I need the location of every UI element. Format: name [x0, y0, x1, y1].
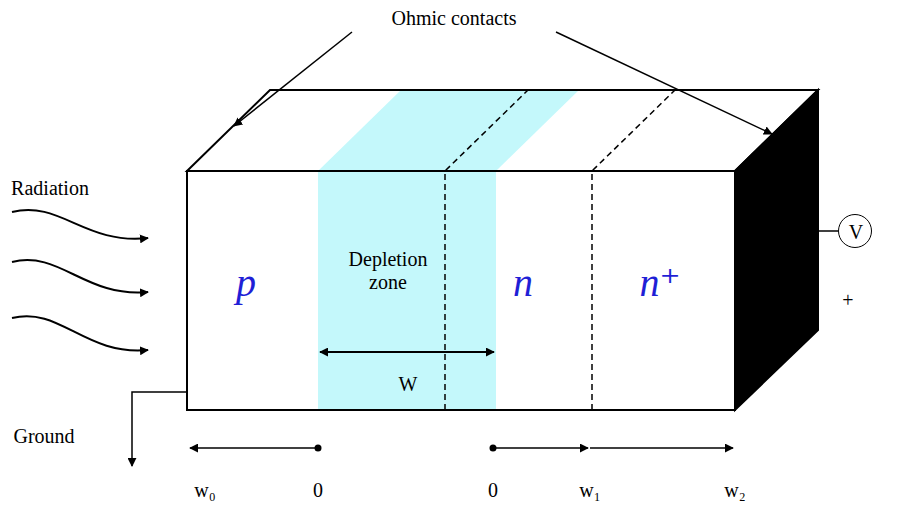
region-label: n⁺ — [639, 260, 680, 306]
ground-label: Ground — [13, 425, 74, 448]
block-front — [187, 171, 735, 410]
leader-arrow — [556, 32, 772, 134]
region-label: p — [236, 260, 256, 306]
region-label: n — [513, 260, 533, 306]
voltage-source: V — [838, 214, 872, 248]
axis-origin — [315, 445, 322, 452]
contacts-label: Ohmic contacts — [392, 7, 517, 30]
radiation-wave — [12, 316, 148, 350]
radiation-wave — [12, 260, 148, 292]
bias-wire — [818, 230, 838, 232]
axis-arrow — [190, 447, 316, 449]
position-label: 0 — [313, 479, 323, 502]
radiation-label: Radiation — [11, 177, 89, 200]
p-region: p — [187, 171, 318, 410]
depletion-top — [318, 90, 579, 171]
position-label: w₁ — [579, 479, 600, 502]
axis-arrow — [495, 447, 588, 449]
width-arrow — [320, 351, 494, 353]
polarity-sign: + — [842, 289, 853, 312]
axis-origin — [490, 445, 497, 452]
depletion-front — [318, 171, 496, 410]
width-label: W — [399, 373, 418, 396]
junction-line — [592, 90, 675, 410]
position-label: w₀ — [194, 479, 215, 502]
contact-face — [735, 90, 818, 410]
depletion-zone: Depletion zoneW — [318, 171, 496, 410]
n-plus-region: n⁺ — [592, 171, 735, 410]
n-region: n — [496, 171, 592, 410]
region-label: V — [849, 221, 863, 244]
ground-wire — [132, 392, 187, 466]
position-label: 0 — [488, 479, 498, 502]
block-top — [187, 90, 818, 171]
radiation-wave — [12, 210, 148, 239]
leader-arrow — [234, 32, 352, 126]
axis-arrow — [590, 447, 733, 449]
region-label: Depletion zone — [338, 248, 438, 294]
position-label: w₂ — [724, 479, 745, 502]
junction-line — [445, 90, 528, 410]
